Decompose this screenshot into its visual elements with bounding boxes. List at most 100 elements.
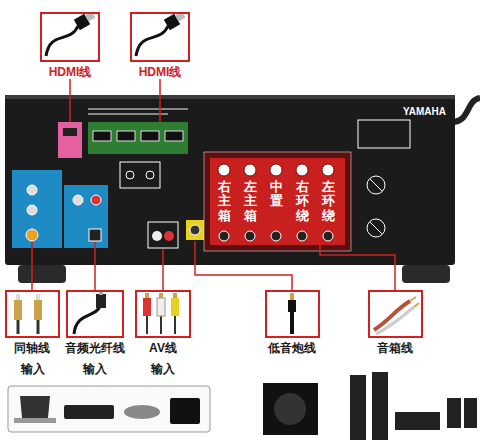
av-plug: [157, 298, 165, 316]
cable-name: HDMI线: [49, 65, 92, 79]
power-cord: [452, 98, 480, 122]
subwoofer: [263, 383, 318, 435]
speaker-terminal: [270, 164, 282, 176]
speaker-terminal: [271, 231, 281, 241]
speaker-terminal: [218, 164, 230, 176]
speaker-terminal: [244, 164, 256, 176]
speaker-terminal-block: 右主箱左主箱中置右环绕左环绕: [210, 158, 345, 245]
speaker-terminal: [297, 231, 307, 241]
speaker-wire: [376, 307, 414, 334]
av-cable: [174, 316, 176, 334]
av-jack-frame: [148, 222, 178, 248]
coaxial-jack: [26, 229, 38, 241]
coaxial-plug: [34, 300, 42, 320]
cable-photo-frame: [40, 12, 100, 62]
laptop-base: [14, 418, 56, 423]
connection-line: [195, 265, 292, 290]
brand-logo: YAMAHA: [403, 106, 446, 117]
cable-name: 同轴线: [14, 341, 50, 355]
hdmi-cable: [136, 26, 168, 56]
cable-name: 低音炮线: [268, 341, 316, 355]
optical-jack: [89, 229, 101, 241]
hdmi-out-block: [58, 122, 82, 158]
cable-photo-frame: [130, 12, 190, 62]
subwoofer-plug: [288, 300, 296, 312]
hdmi-port: [117, 131, 135, 141]
av-plug-tip: [159, 293, 163, 298]
connection-line: [31, 265, 33, 290]
fine-print-line: [88, 113, 168, 115]
speaker-terminal: [219, 231, 229, 241]
subwoofer-cable: [290, 312, 294, 334]
speaker-terminal: [296, 164, 308, 176]
rca-jack: [91, 195, 101, 205]
input-label: 输入: [21, 361, 45, 378]
wire-lead: [159, 95, 161, 122]
rca-jack: [27, 205, 37, 215]
av-plug-tip: [173, 293, 177, 298]
input-label: 输入: [83, 361, 107, 378]
wire-lead: [94, 242, 96, 265]
av-plug: [171, 298, 179, 316]
cable-photo-frame: [265, 290, 320, 338]
antenna-jack: [126, 171, 134, 179]
coaxial-plug-tip: [36, 294, 40, 300]
speaker-terminal: [245, 231, 255, 241]
cable-callout-box: HDMI线: [130, 12, 190, 79]
cable-name: 音频光纤线: [65, 341, 125, 355]
disc-player: [64, 405, 114, 419]
antenna-terminal: [120, 162, 160, 188]
coaxial-cable: [37, 320, 40, 334]
center-speaker: [395, 412, 440, 430]
av-plug: [143, 298, 151, 316]
audio-in-block: [12, 170, 62, 248]
wire-lead: [194, 241, 196, 265]
setting-switch: [358, 120, 410, 148]
rca-jack: [27, 185, 37, 195]
warning-icon: [370, 179, 382, 191]
optical-cable: [74, 306, 100, 334]
hdmi-port: [141, 131, 159, 141]
tower-speaker: [372, 372, 388, 440]
subwoofer-jack-block: [186, 220, 204, 240]
hdmi-port: [93, 131, 111, 141]
cable-callout-box: AV线: [135, 290, 191, 355]
connection-line: [159, 79, 161, 95]
av-cable: [160, 316, 162, 334]
cable-photo-frame: [5, 290, 60, 338]
speaker-channel-label: 右环绕: [296, 180, 309, 223]
speaker-terminal-frame: [204, 152, 351, 251]
wire-lead: [69, 95, 71, 122]
media-box: [124, 405, 160, 419]
fine-print-line: [88, 108, 188, 110]
speaker-terminal: [323, 231, 333, 241]
hdmi-port: [165, 131, 183, 141]
antenna-jack: [146, 171, 154, 179]
hdmi-port: [63, 128, 77, 136]
bare-wire-end: [410, 297, 416, 301]
cable-name: 音箱线: [377, 341, 413, 355]
input-label: 输入: [151, 361, 175, 378]
surround-speaker: [464, 398, 477, 428]
source-device-frame: [8, 386, 210, 432]
cable-name: AV线: [149, 341, 177, 355]
receiver-foot: [18, 265, 66, 283]
optical-plug: [96, 294, 106, 308]
cable-photo-frame: [368, 290, 423, 338]
cable-callout-box: 低音炮线: [265, 290, 320, 355]
speaker-channel-label: 左主箱: [244, 180, 257, 223]
hdmi-in-block: [88, 122, 188, 154]
panel-top-edge: [5, 95, 455, 99]
cable-callout-box: 音箱线: [368, 290, 423, 355]
cable-photo-frame: [135, 290, 191, 338]
game-console: [170, 398, 200, 424]
av-cable: [146, 316, 148, 334]
wire-lead: [162, 249, 164, 265]
coaxial-plug-tip: [16, 294, 20, 300]
warning-icon: [367, 219, 385, 237]
panel-body: [5, 95, 455, 265]
wire-lead: [31, 242, 33, 265]
surround-speaker: [447, 398, 461, 428]
warning-icon: [367, 176, 385, 194]
coaxial-plug: [14, 300, 22, 320]
